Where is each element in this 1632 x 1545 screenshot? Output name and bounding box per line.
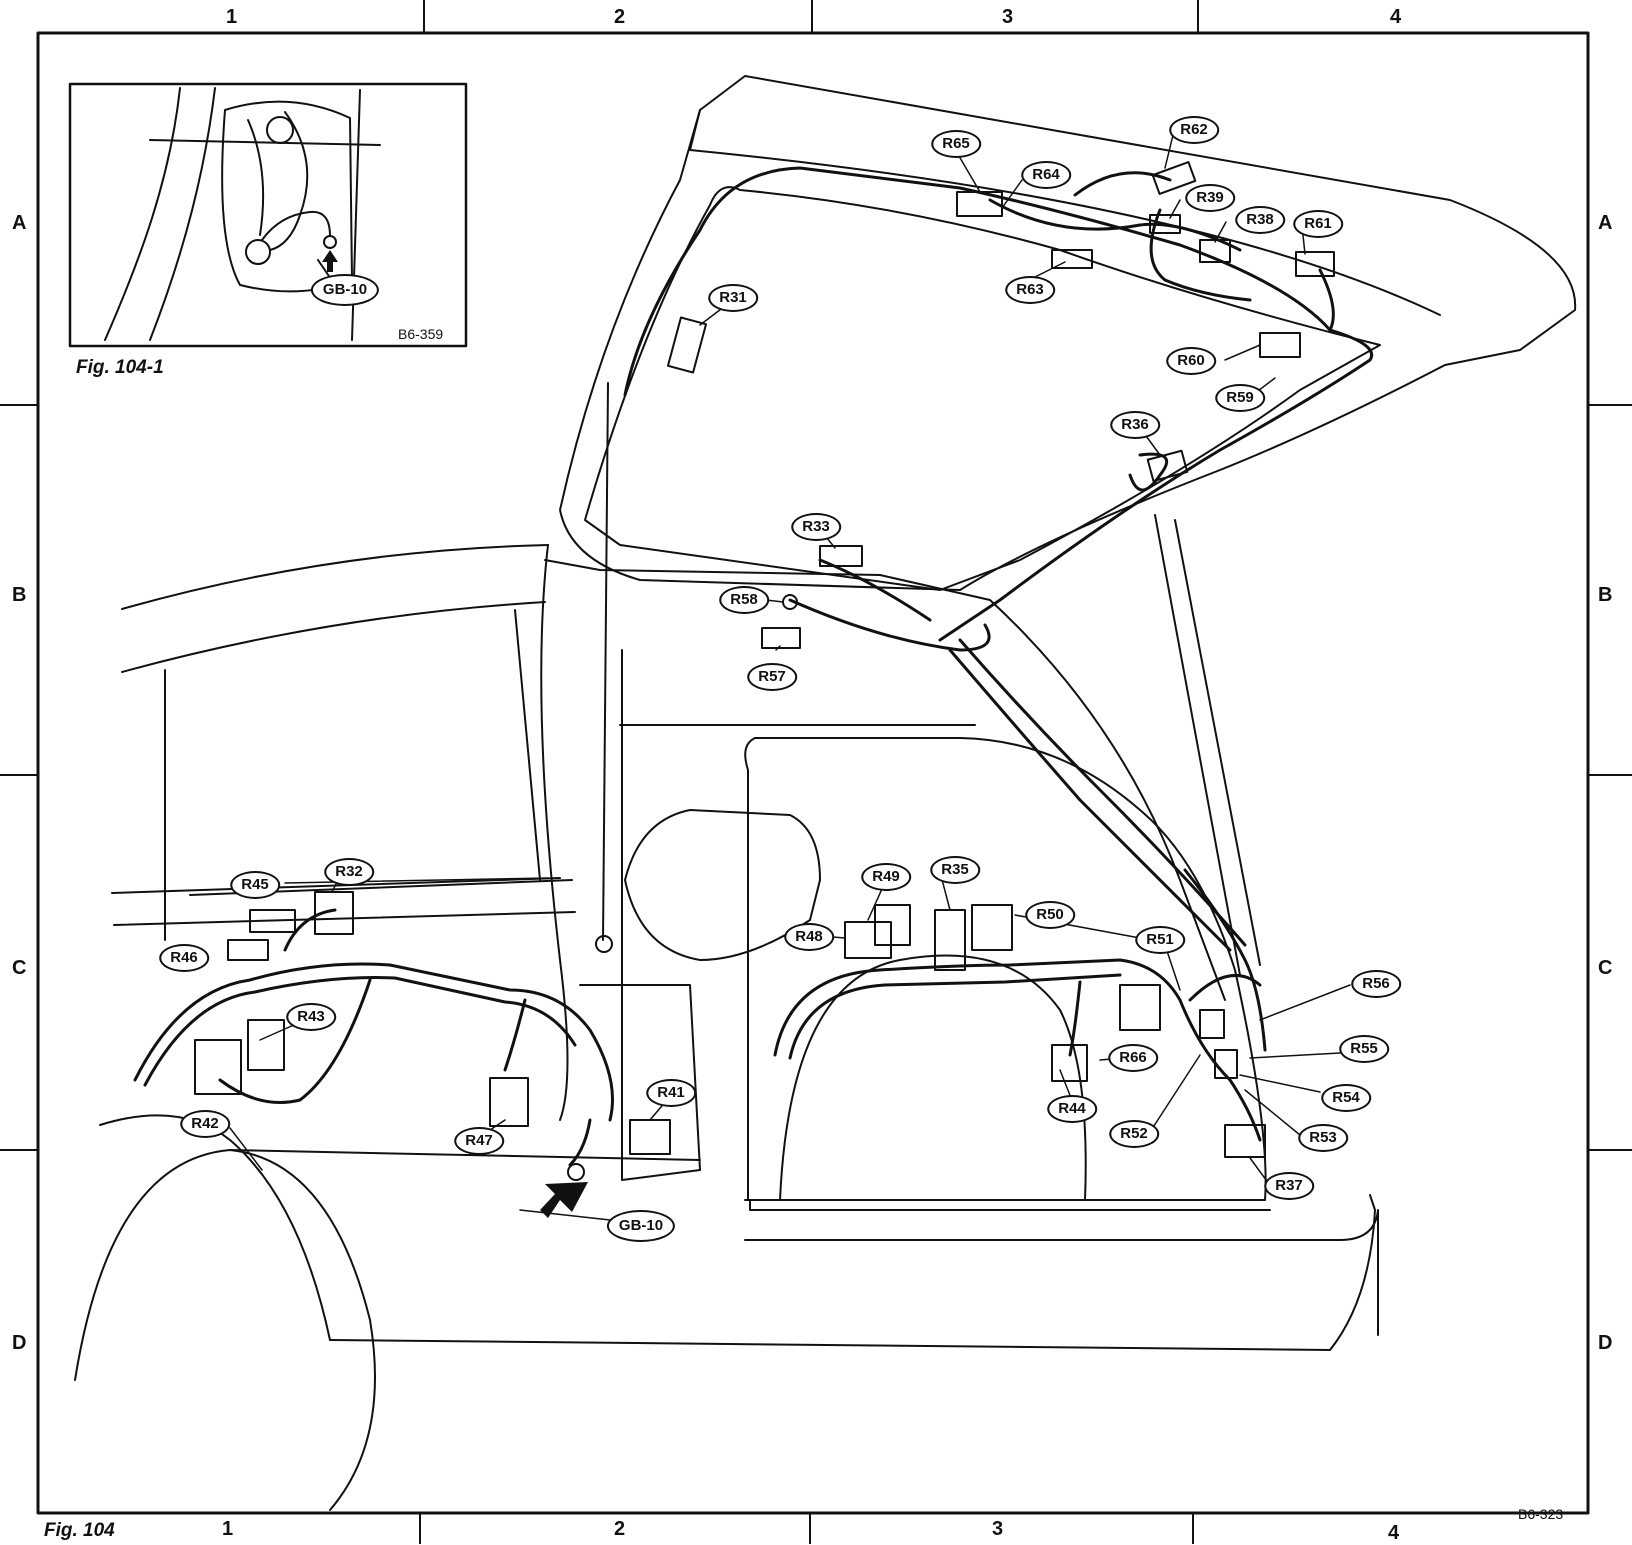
connector-callout-r37: R37 — [1264, 1172, 1314, 1200]
main-reference: B6-323 — [1518, 1506, 1564, 1522]
connector-callout-r53: R53 — [1298, 1124, 1348, 1152]
main-caption: Fig. 104 — [44, 1520, 115, 1541]
grid-row-b-left: B — [12, 584, 27, 606]
harness-right-side — [948, 648, 1232, 952]
tailgate-strut-left — [602, 382, 609, 941]
connector-callout-r45: R45 — [230, 871, 280, 899]
connector-callout-r51: R51 — [1135, 926, 1185, 954]
rear-wheel-arch — [99, 1114, 331, 1341]
grid-col-2-bottom: 2 — [614, 1518, 626, 1540]
grid-row-c-right: C — [1598, 957, 1613, 979]
tailgate-outline — [559, 75, 1577, 591]
connector-callout-r32: R32 — [324, 858, 374, 886]
inset-caption: Fig. 104-1 — [76, 357, 164, 378]
connector-callout-r44: R44 — [1047, 1095, 1097, 1123]
harness-tailgate-top — [623, 166, 1374, 642]
connector-callout-r54: R54 — [1321, 1084, 1371, 1112]
connector-callout-r64: R64 — [1021, 161, 1071, 189]
connector-callout-r48: R48 — [784, 923, 834, 951]
inset-frame — [68, 82, 468, 348]
inset-ground-wire — [261, 210, 331, 241]
grid-row-d-left: D — [12, 1332, 27, 1354]
connector-callout-r52: R52 — [1109, 1120, 1159, 1148]
grid-col-4-top: 4 — [1390, 6, 1402, 28]
connector-callout-r47: R47 — [454, 1127, 504, 1155]
grid-col-4-bottom: 4 — [1388, 1522, 1400, 1544]
grid-row-a-left: A — [12, 212, 27, 234]
ground-callout-gb10: GB-10 — [606, 1210, 676, 1242]
cargo-floor — [744, 737, 1267, 1201]
grid-col-1-top: 1 — [226, 6, 238, 28]
rear-quarter-window — [164, 609, 573, 941]
connector-callout-r42: R42 — [180, 1110, 230, 1138]
harness-tailgate-lower — [788, 598, 991, 652]
connector-callout-r33: R33 — [791, 513, 841, 541]
grid-col-2-top: 2 — [614, 6, 626, 28]
connector-callout-r41: R41 — [646, 1079, 696, 1107]
ground-arrow-inset — [322, 250, 338, 272]
harness-left-quarter — [133, 962, 614, 1122]
roof-line-inner — [121, 601, 546, 673]
tailgate-glass — [584, 186, 1381, 591]
grid-col-1-bottom: 1 — [222, 1518, 234, 1540]
connector-callout-r46: R46 — [159, 944, 209, 972]
roof-line — [121, 544, 549, 610]
inset-harness — [247, 111, 309, 251]
connector-callout-r38: R38 — [1235, 206, 1285, 234]
connector-callout-r56: R56 — [1351, 970, 1401, 998]
inset-reference: B6-359 — [398, 326, 444, 342]
connector-callout-r43: R43 — [286, 1003, 336, 1031]
harness-cargo — [773, 958, 1262, 1142]
connector-callout-r66: R66 — [1108, 1044, 1158, 1072]
grid-row-d-right: D — [1598, 1332, 1613, 1354]
lower-body — [229, 1149, 1376, 1351]
connector-callout-r62: R62 — [1169, 116, 1219, 144]
rear-wheel — [74, 1149, 376, 1511]
grid-col-3-top: 3 — [1002, 6, 1014, 28]
connector-callout-r61: R61 — [1293, 210, 1343, 238]
connector-callout-r60: R60 — [1166, 347, 1216, 375]
grid-row-b-right: B — [1598, 584, 1613, 606]
tailgate-strut-right — [1154, 514, 1241, 976]
c-pillar — [540, 544, 569, 1121]
inset-bracket — [221, 100, 353, 293]
grid-col-3-bottom: 3 — [992, 1518, 1004, 1540]
connector-callout-r65: R65 — [931, 130, 981, 158]
spare-tire-well — [779, 954, 1087, 1201]
ground-arrow-main — [540, 1182, 588, 1218]
inset-ground-callout: GB-10 — [310, 274, 380, 306]
connector-callout-r58: R58 — [719, 586, 769, 614]
inset-grommet-top — [266, 116, 294, 144]
connector-callout-r36: R36 — [1110, 411, 1160, 439]
connector-callout-r57: R57 — [747, 663, 797, 691]
connector-callout-r49: R49 — [861, 863, 911, 891]
grid-row-a-right: A — [1598, 212, 1613, 234]
d-pillar-inner — [621, 649, 701, 1181]
connector-callout-r59: R59 — [1215, 384, 1265, 412]
connector-callout-r35: R35 — [930, 856, 980, 884]
connector-callout-r63: R63 — [1005, 276, 1055, 304]
grid-row-c-left: C — [12, 957, 27, 979]
inset-grommet-bottom — [245, 239, 271, 265]
connector-callout-r39: R39 — [1185, 184, 1235, 212]
rear-seat — [624, 809, 821, 961]
connector-callout-r55: R55 — [1339, 1035, 1389, 1063]
inset-pillar — [104, 87, 216, 341]
bumper — [744, 1209, 1379, 1336]
connector-callout-r31: R31 — [708, 284, 758, 312]
connector-callout-r50: R50 — [1025, 901, 1075, 929]
inset-ground-bolt — [323, 235, 337, 249]
